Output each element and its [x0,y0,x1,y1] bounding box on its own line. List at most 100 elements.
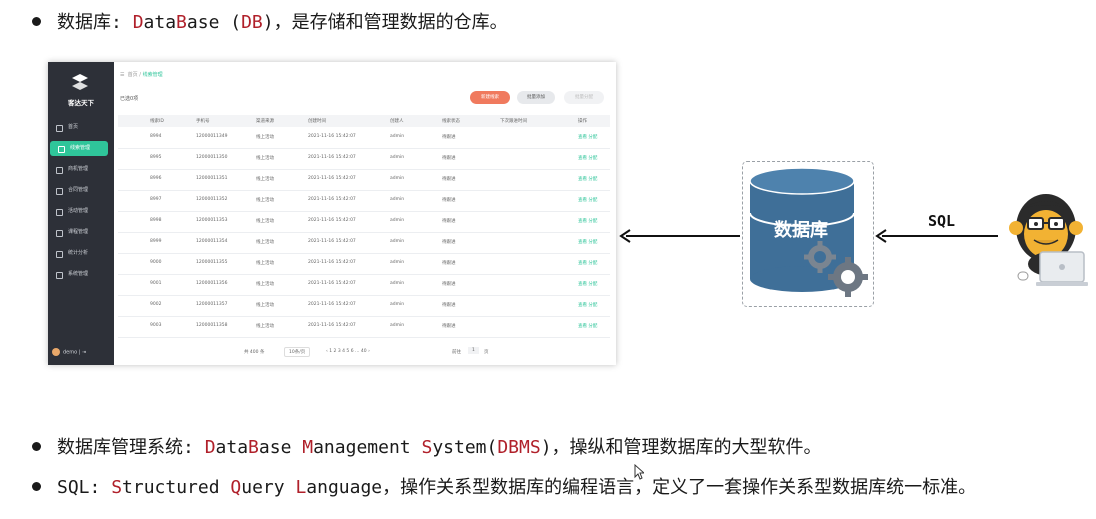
bullet-segment: ata [143,12,177,33]
table-cell: admin [390,176,405,181]
row-actions[interactable]: 查看 分配 [578,324,598,329]
table-cell: 9001 [150,281,162,286]
table-cell: 2021-11-16 15:42:07 [308,134,356,139]
bullet-dot [32,441,41,451]
bullet-segment: anagement [313,437,422,458]
sidebar-item[interactable]: 商机管理 [48,162,114,177]
table-cell: 2021-11-16 15:42:07 [308,197,356,202]
table-cell: 8998 [150,218,162,223]
arrow-to-database-icon [875,229,998,243]
column-header[interactable]: 下次跟进时间 [500,119,527,124]
row-actions[interactable]: 查看 分配 [578,303,598,308]
table-cell: 12000011356 [196,281,228,286]
sidebar-item-label: 活动管理 [68,208,89,214]
row-actions[interactable]: 查看 分配 [578,240,598,245]
table-cell: admin [390,281,405,286]
arrow-to-app-icon [619,229,740,243]
row-actions[interactable]: 查看 分配 [578,135,598,140]
table-cell: 2021-11-16 15:42:07 [308,239,356,244]
sidebar-item-label: 合同管理 [68,187,89,193]
menu-toggle-icon[interactable]: ☰ [120,72,125,78]
bullet-dot [32,481,41,491]
sidebar-item[interactable]: 线索管理 [50,141,108,156]
user-info[interactable]: demo | ⇥ [52,348,86,356]
menu-item-icon [56,209,63,216]
table-cell: 8994 [150,134,162,139]
sidebar: 客达天下 首页线索管理商机管理合同管理活动管理课程管理统计分析系统管理 demo… [48,62,114,365]
row-actions[interactable]: 查看 分配 [578,282,598,287]
brand-name: 客达天下 [68,99,94,107]
batch-add-button[interactable]: 批量添加 [517,91,555,104]
page-size-select[interactable]: 10条/页 [284,347,311,357]
bullet-segment: )，操纵和管理数据库的大型软件。 [540,437,822,458]
sidebar-item[interactable]: 合同管理 [48,183,114,198]
row-actions[interactable]: 查看 分配 [578,177,598,182]
gear-icon [804,241,836,273]
column-header[interactable]: 操作 [578,119,587,124]
table-cell: 待跟进 [442,177,456,182]
table-cell: admin [390,155,405,160]
table-cell: 12000011349 [196,134,228,139]
menu-item-icon [56,188,63,195]
menu-item-icon [56,125,63,132]
table-cell: 8996 [150,176,162,181]
highlighted-letter: L [295,477,307,498]
table-cell: admin [390,218,405,223]
sidebar-item[interactable]: 首页 [48,120,114,135]
batch-assign-button[interactable]: 批量分配 [564,91,604,104]
table-cell: 待跟进 [442,324,456,329]
sidebar-item[interactable]: 课程管理 [48,225,114,240]
breadcrumb-current: 线索管理 [142,72,163,78]
row-actions[interactable]: 查看 分配 [578,198,598,203]
row-actions[interactable]: 查看 分配 [578,261,598,266]
sidebar-item-label: 课程管理 [68,229,89,235]
column-header[interactable]: 渠道来源 [256,119,274,124]
table-cell: 8995 [150,155,162,160]
column-header[interactable]: 创建人 [390,119,404,124]
highlighted-letter: B [248,437,259,458]
table-cell: admin [390,323,405,328]
table-cell: 2021-11-16 15:42:07 [308,323,356,328]
column-header[interactable]: 创建时间 [308,119,326,124]
logo-icon [72,74,88,90]
menu-item-icon [56,272,63,279]
bullet-segment: tructured [122,477,231,498]
column-header[interactable]: 手机号 [196,119,210,124]
sidebar-item[interactable]: 统计分析 [48,246,114,261]
row-actions[interactable]: 查看 分配 [578,219,598,224]
sidebar-item-label: 商机管理 [68,166,89,172]
table-cell: admin [390,197,405,202]
goto-page-input[interactable]: 1 [468,347,479,354]
new-lead-button[interactable]: 新建线索 [470,91,510,104]
bullet-prefix: 数据库: [57,12,133,33]
sidebar-item[interactable]: 系统管理 [48,267,114,282]
table-cell: 9003 [150,323,162,328]
table-cell: 待跟进 [442,261,456,266]
highlighted-letter: D [204,437,216,458]
bullet-dbms: 数据库管理系统: DataBase Management System(DBMS… [32,436,822,460]
bullet-sql: SQL: Structured Query Language，操作关系型数据库的… [32,476,976,500]
page-numbers[interactable]: ‹ 1 2 3 4 5 6 … 40 › [326,349,370,354]
breadcrumb-home[interactable]: 首页 [127,72,138,78]
highlighted-letter: Q [230,477,242,498]
table-cell: 2021-11-16 15:42:07 [308,302,356,307]
column-header[interactable]: 线索状态 [442,119,460,124]
bullet-segment: ata [215,437,249,458]
bullet-prefix: 数据库管理系统: [57,437,205,458]
gear-large-icon [828,257,868,297]
table-cell: 2021-11-16 15:42:07 [308,176,356,181]
bullet-segment: ase ( [186,12,242,33]
row-actions[interactable]: 查看 分配 [578,156,598,161]
highlighted-letter: DBMS [497,437,541,458]
sidebar-item[interactable]: 活动管理 [48,204,114,219]
table-cell: 12000011358 [196,323,228,328]
goto-label: 前往 [452,350,461,355]
table-header: 线索ID 手机号 渠道来源 创建时间 创建人 线索状态 下次跟进时间 操作 [118,115,610,127]
column-header[interactable]: 线索ID [150,119,164,124]
